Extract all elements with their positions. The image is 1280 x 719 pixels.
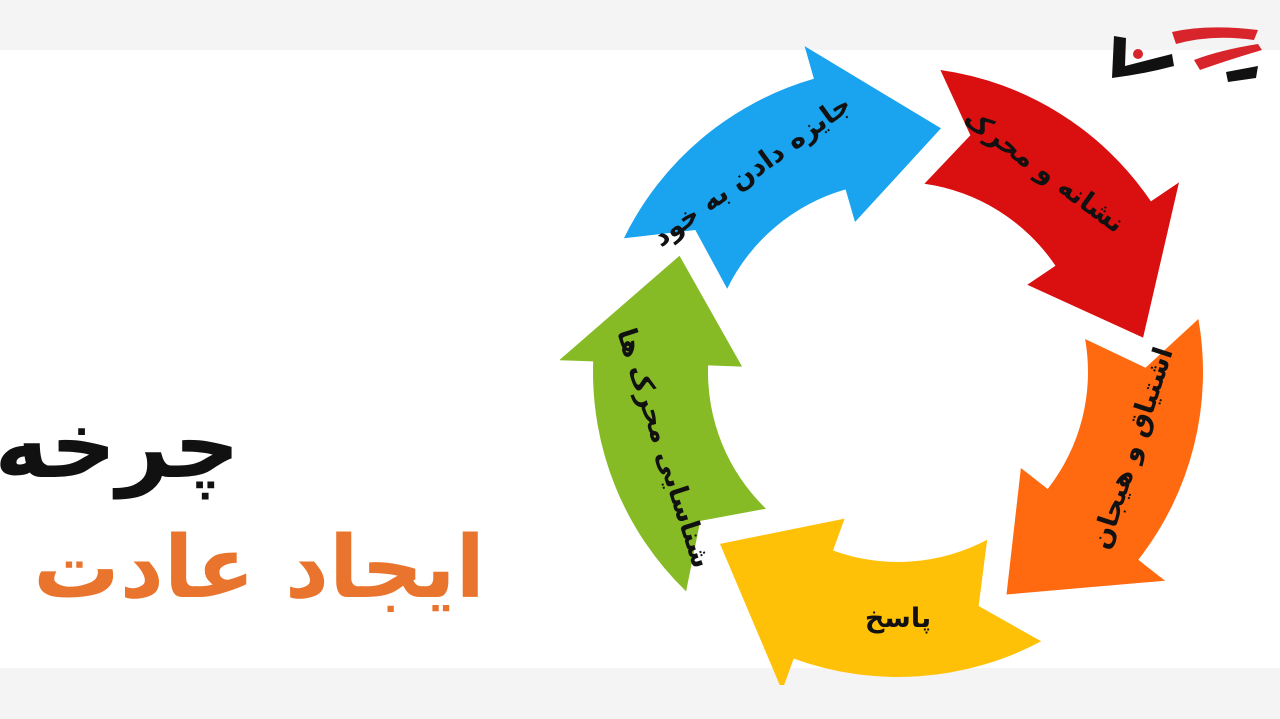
- cycle-label-3: پاسخ: [865, 603, 931, 634]
- cycle-arrow-2: [1006, 319, 1204, 595]
- cycle-arrow-4: [560, 255, 766, 592]
- cycle-arrow-1: [924, 70, 1179, 338]
- top-band: [0, 0, 1280, 50]
- title-line-1: چرخه: [0, 392, 240, 499]
- title-line-2: ایجاد عادت: [33, 518, 485, 618]
- bottom-band: [0, 668, 1280, 719]
- rokna-logo: [1112, 27, 1262, 82]
- cycle-arrow-3: [720, 518, 1042, 685]
- cycle-arrow-5: [623, 46, 941, 289]
